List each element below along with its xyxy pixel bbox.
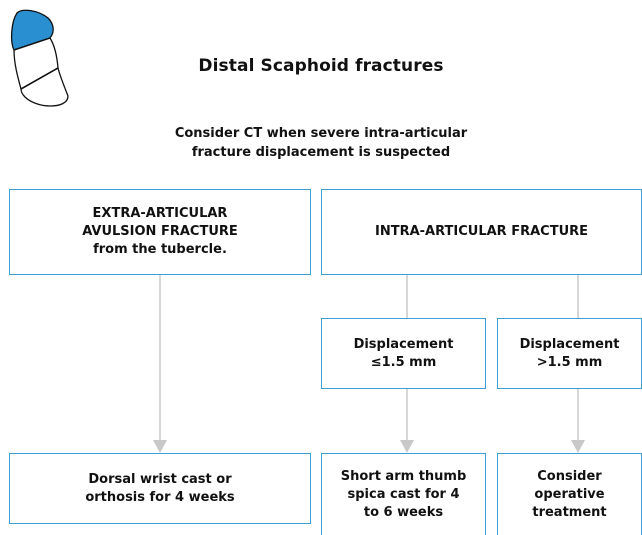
box-line: treatment [532, 504, 607, 520]
box-line: >1.5 mm [536, 354, 603, 370]
scaphoid-bone-icon [10, 9, 69, 107]
spica-cast-box: Short arm thumb spica cast for 4 to 6 we… [321, 453, 486, 535]
box-line: from the tubercle. [93, 242, 227, 257]
scaphoid-fracture-line [20, 67, 59, 90]
box-line: orthosis for 4 weeks [85, 489, 235, 505]
intra-articular-box: INTRA-ARTICULAR FRACTURE [321, 189, 642, 275]
box-line: EXTRA-ARTICULAR [92, 206, 228, 221]
scaphoid-proximal-pole [20, 67, 69, 107]
box-line: Displacement [353, 336, 454, 352]
operative-treatment-box: Consider operative treatment [497, 453, 642, 535]
arrowhead [571, 440, 585, 453]
subtitle-line: Consider CT when severe intra-articular [174, 126, 468, 141]
box-line: spica cast for 4 [347, 486, 460, 502]
page-title: Distal Scaphoid fractures [198, 56, 444, 76]
box-line: Short arm thumb [340, 468, 467, 484]
cast-treatment-box: Dorsal wrist cast or orthosis for 4 week… [9, 453, 311, 524]
box-line: AVULSION FRACTURE [82, 224, 238, 239]
displacement-small-box: Displacement ≤1.5 mm [321, 318, 486, 389]
box-line: to 6 weeks [363, 504, 444, 520]
subtitle: Consider CT when severe intra-articular … [0, 124, 642, 162]
scaphoid-fracture-line [13, 37, 51, 51]
box-line: Dorsal wrist cast or [88, 471, 232, 487]
box-line: operative [534, 486, 605, 502]
box-line: Consider [537, 468, 602, 484]
box-line: INTRA-ARTICULAR FRACTURE [374, 224, 589, 239]
box-line: Displacement [519, 336, 620, 352]
arrowhead [153, 440, 167, 453]
subtitle-line: fracture displacement is suspected [191, 145, 451, 160]
box-line: ≤1.5 mm [370, 354, 437, 370]
arrowhead [400, 440, 414, 453]
extra-articular-box: EXTRA-ARTICULAR AVULSION FRACTURE from t… [9, 189, 311, 275]
displacement-large-box: Displacement >1.5 mm [497, 318, 642, 389]
